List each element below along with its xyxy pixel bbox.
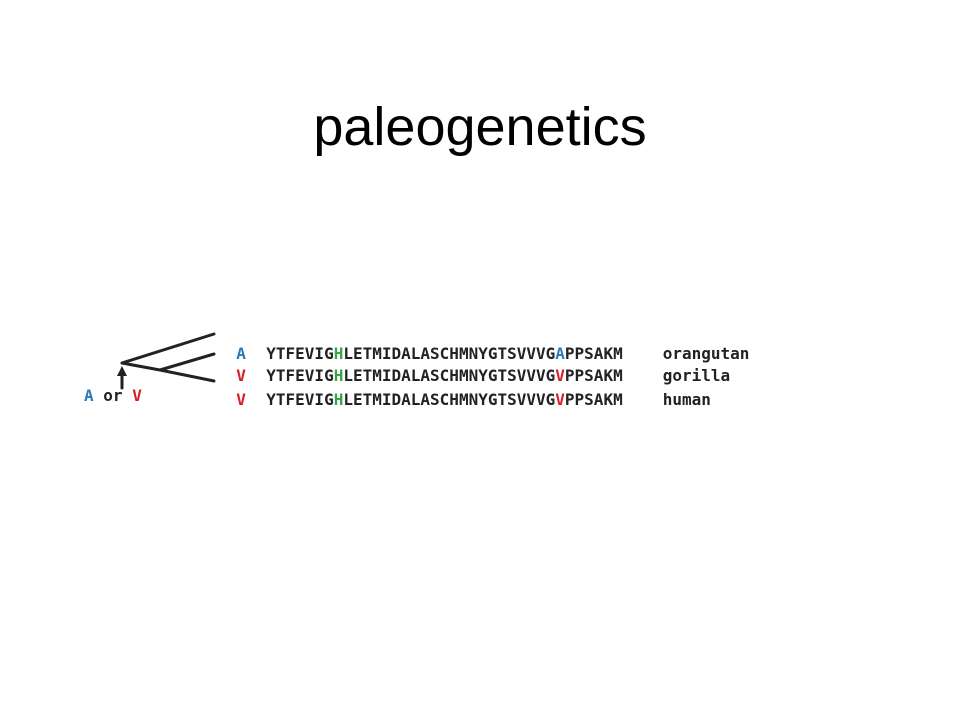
ancestor-or: or	[103, 386, 123, 405]
species-name: gorilla	[662, 366, 731, 385]
species-name: human	[662, 390, 711, 409]
ancestor-arrow-head	[117, 366, 127, 376]
sequence: YTFEVIGHLETMIDALASCHMNYGTSVVVGVPPSAKM	[266, 390, 623, 409]
ancestor-option-a: A	[84, 386, 94, 405]
sequence-row-gorilla: V YTFEVIGHLETMIDALASCHMNYGTSVVVGVPPSAKM go…	[217, 346, 730, 385]
branch-human	[158, 368, 216, 383]
residue-label: V	[236, 390, 246, 409]
branch-root-to-node	[120, 361, 162, 372]
sequence: YTFEVIGHLETMIDALASCHMNYGTSVVVGVPPSAKM	[266, 366, 623, 385]
branch-gorilla	[158, 352, 216, 372]
ancestor-option-v: V	[132, 386, 142, 405]
page-title: paleogenetics	[313, 97, 647, 157]
sequence-row-orangutan: A YTFEVIGHLETMIDALASCHMNYGTSVVVGAPPSAKM or…	[217, 324, 749, 363]
species-name: orangutan	[662, 344, 750, 363]
sequence-row-human: V YTFEVIGHLETMIDALASCHMNYGTSVVVGVPPSAKM hu…	[217, 370, 711, 409]
ancestor-label: A or V	[84, 386, 142, 406]
branch-orangutan	[120, 332, 216, 365]
sequence: YTFEVIGHLETMIDALASCHMNYGTSVVVGAPPSAKM	[266, 344, 623, 363]
residue-label: A	[236, 344, 246, 363]
residue-label: V	[236, 366, 246, 385]
